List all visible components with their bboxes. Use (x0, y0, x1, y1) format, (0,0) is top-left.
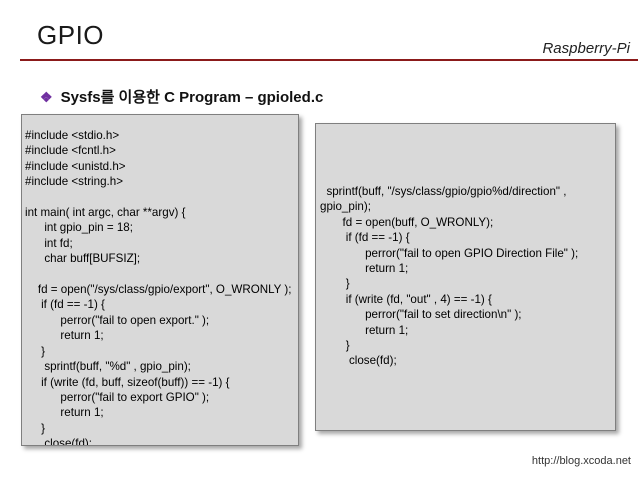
footer-url: http://blog.xcoda.net (531, 455, 631, 467)
code-block-left: #include <stdio.h> #include <fcntl.h> #i… (21, 114, 299, 446)
brand-label: Raspberry-Pi (542, 40, 630, 57)
code-block-right: sprintf(buff, "/sys/class/gpio/gpio%d/di… (315, 123, 616, 431)
slide-subtitle: ❖ Sysfs를 이용한 C Program – gpioled.c (40, 86, 323, 107)
slide-title: GPIO (37, 20, 105, 50)
subtitle-text: Sysfs를 이용한 C Program – gpioled.c (60, 89, 324, 106)
diamond-bullet-icon: ❖ (40, 89, 53, 105)
header-divider (20, 59, 638, 61)
